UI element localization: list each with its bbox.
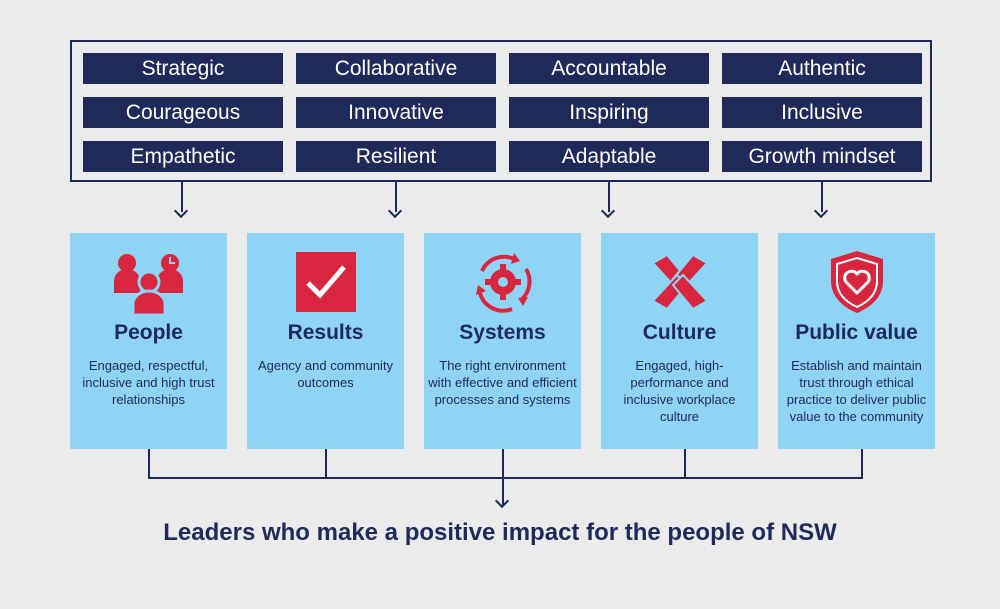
card-desc-results: Agency and community outcomes — [257, 358, 394, 390]
card-culture: Culture Engaged, high-performance and in… — [601, 233, 758, 449]
shield-heart-icon — [778, 249, 935, 315]
trait-inclusive: Inclusive — [722, 97, 922, 128]
card-public-value: Public value Establish and maintain trus… — [778, 233, 935, 449]
connector-results — [325, 449, 327, 478]
connector-horizontal — [148, 477, 863, 479]
trait-collaborative: Collaborative — [296, 53, 496, 84]
people-icon — [70, 249, 227, 315]
connector-public-value — [861, 449, 863, 478]
trait-empathetic: Empathetic — [83, 141, 283, 172]
checkbox-icon — [247, 249, 404, 315]
card-desc-public-value: Establish and maintain trust through eth… — [786, 358, 927, 424]
card-desc-systems: The right environment with effective and… — [428, 358, 577, 407]
connector-culture — [684, 449, 686, 478]
connector-people — [148, 449, 150, 478]
card-title-systems: Systems — [459, 321, 546, 344]
trait-innovative: Innovative — [296, 97, 496, 128]
trait-growth-mindset: Growth mindset — [722, 141, 922, 172]
card-desc-people: Engaged, respectful, inclusive and high … — [82, 358, 215, 407]
trait-authentic: Authentic — [722, 53, 922, 84]
footer-statement: Leaders who make a positive impact for t… — [163, 519, 837, 546]
trait-inspiring: Inspiring — [509, 97, 709, 128]
card-title-results: Results — [287, 321, 364, 344]
trait-resilient: Resilient — [296, 141, 496, 172]
card-title-public-value: Public value — [795, 321, 918, 344]
card-title-culture: Culture — [642, 321, 717, 344]
trait-courageous: Courageous — [83, 97, 283, 128]
trait-strategic: Strategic — [83, 53, 283, 84]
card-people: People Engaged, respectful, inclusive an… — [70, 233, 227, 449]
card-systems: Systems The right environment with effec… — [424, 233, 581, 449]
trait-accountable: Accountable — [509, 53, 709, 84]
card-results: Results Agency and community outcomes — [247, 233, 404, 449]
hands-together-icon — [601, 249, 758, 315]
trait-adaptable: Adaptable — [509, 141, 709, 172]
card-desc-culture: Engaged, high-performance and inclusive … — [623, 358, 736, 424]
card-title-people: People — [114, 321, 183, 344]
gear-cycle-icon — [424, 249, 581, 315]
